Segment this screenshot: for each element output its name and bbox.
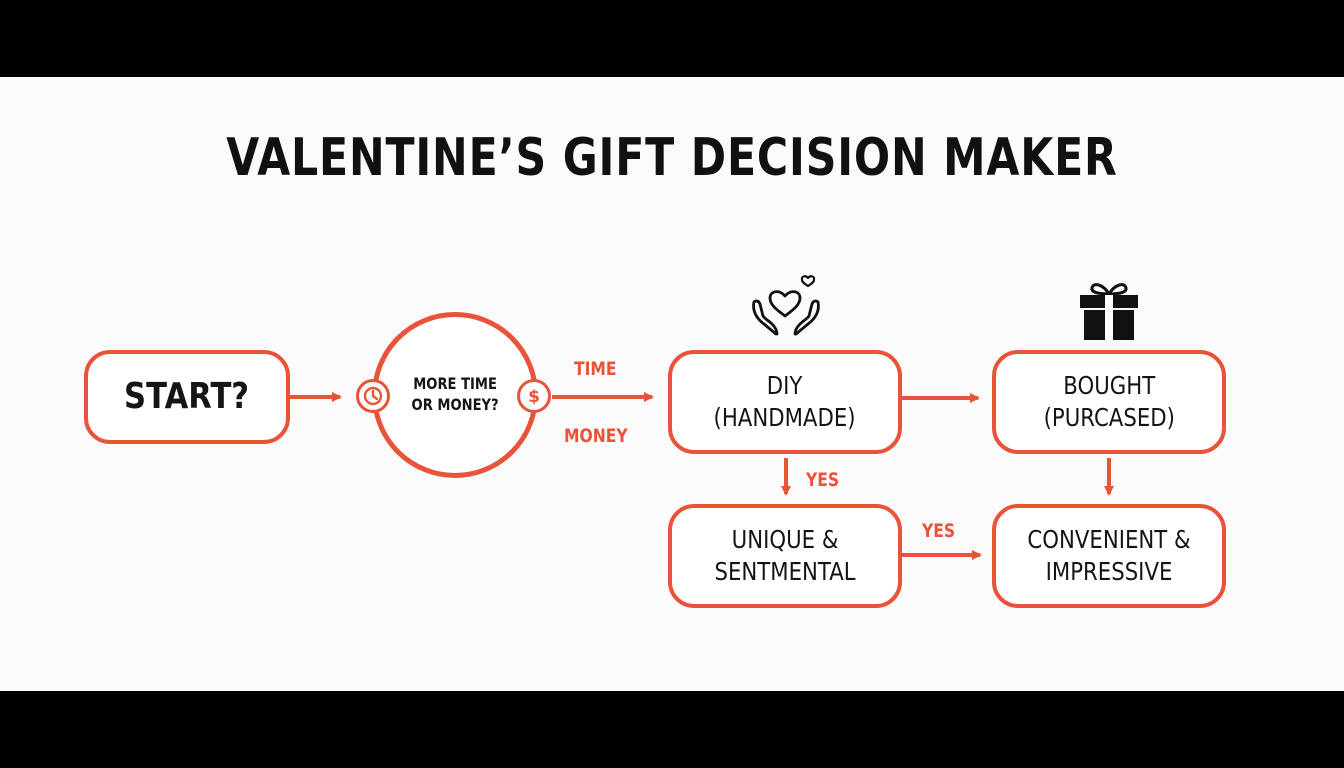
- hands-heart-icon: [752, 275, 820, 336]
- diy-label-line-1: DIY: [767, 371, 803, 400]
- bought-node: BOUGHT (PURCASED): [992, 350, 1226, 454]
- clock-icon: [356, 379, 390, 413]
- unique-node: UNIQUE & SENTMENTAL: [668, 504, 902, 608]
- unique-label-line-2: SENTMENTAL: [714, 557, 856, 586]
- edge-label-yes-down: YES: [806, 469, 840, 491]
- question-line-1: MORE TIME: [413, 374, 497, 394]
- edge-label-money: MONEY: [564, 425, 628, 447]
- edge-label-yes-right: YES: [922, 520, 956, 542]
- convenient-node: CONVENIENT & IMPRESSIVE: [992, 504, 1226, 608]
- svg-text:$: $: [528, 387, 540, 406]
- gift-box-icon: [1080, 283, 1138, 340]
- start-label: START?: [124, 375, 250, 417]
- unique-label-line-1: UNIQUE &: [731, 525, 839, 554]
- convenient-label-line-1: CONVENIENT &: [1027, 525, 1191, 554]
- start-node: START?: [84, 350, 290, 444]
- edge-label-time: TIME: [574, 358, 617, 380]
- diy-node: DIY (HANDMADE): [668, 350, 902, 454]
- question-line-2: OR MONEY?: [411, 395, 499, 414]
- bought-label-line-1: BOUGHT: [1063, 371, 1155, 400]
- convenient-label-line-2: IMPRESSIVE: [1045, 557, 1173, 586]
- dollar-icon: $: [517, 379, 551, 413]
- diy-label-line-2: (HANDMADE): [713, 403, 857, 432]
- page-title: VALENTINE’S GIFT DECISION MAKER: [226, 128, 1118, 188]
- bought-label-line-2: (PURCASED): [1043, 403, 1175, 432]
- question-node: MORE TIME OR MONEY?: [372, 312, 538, 478]
